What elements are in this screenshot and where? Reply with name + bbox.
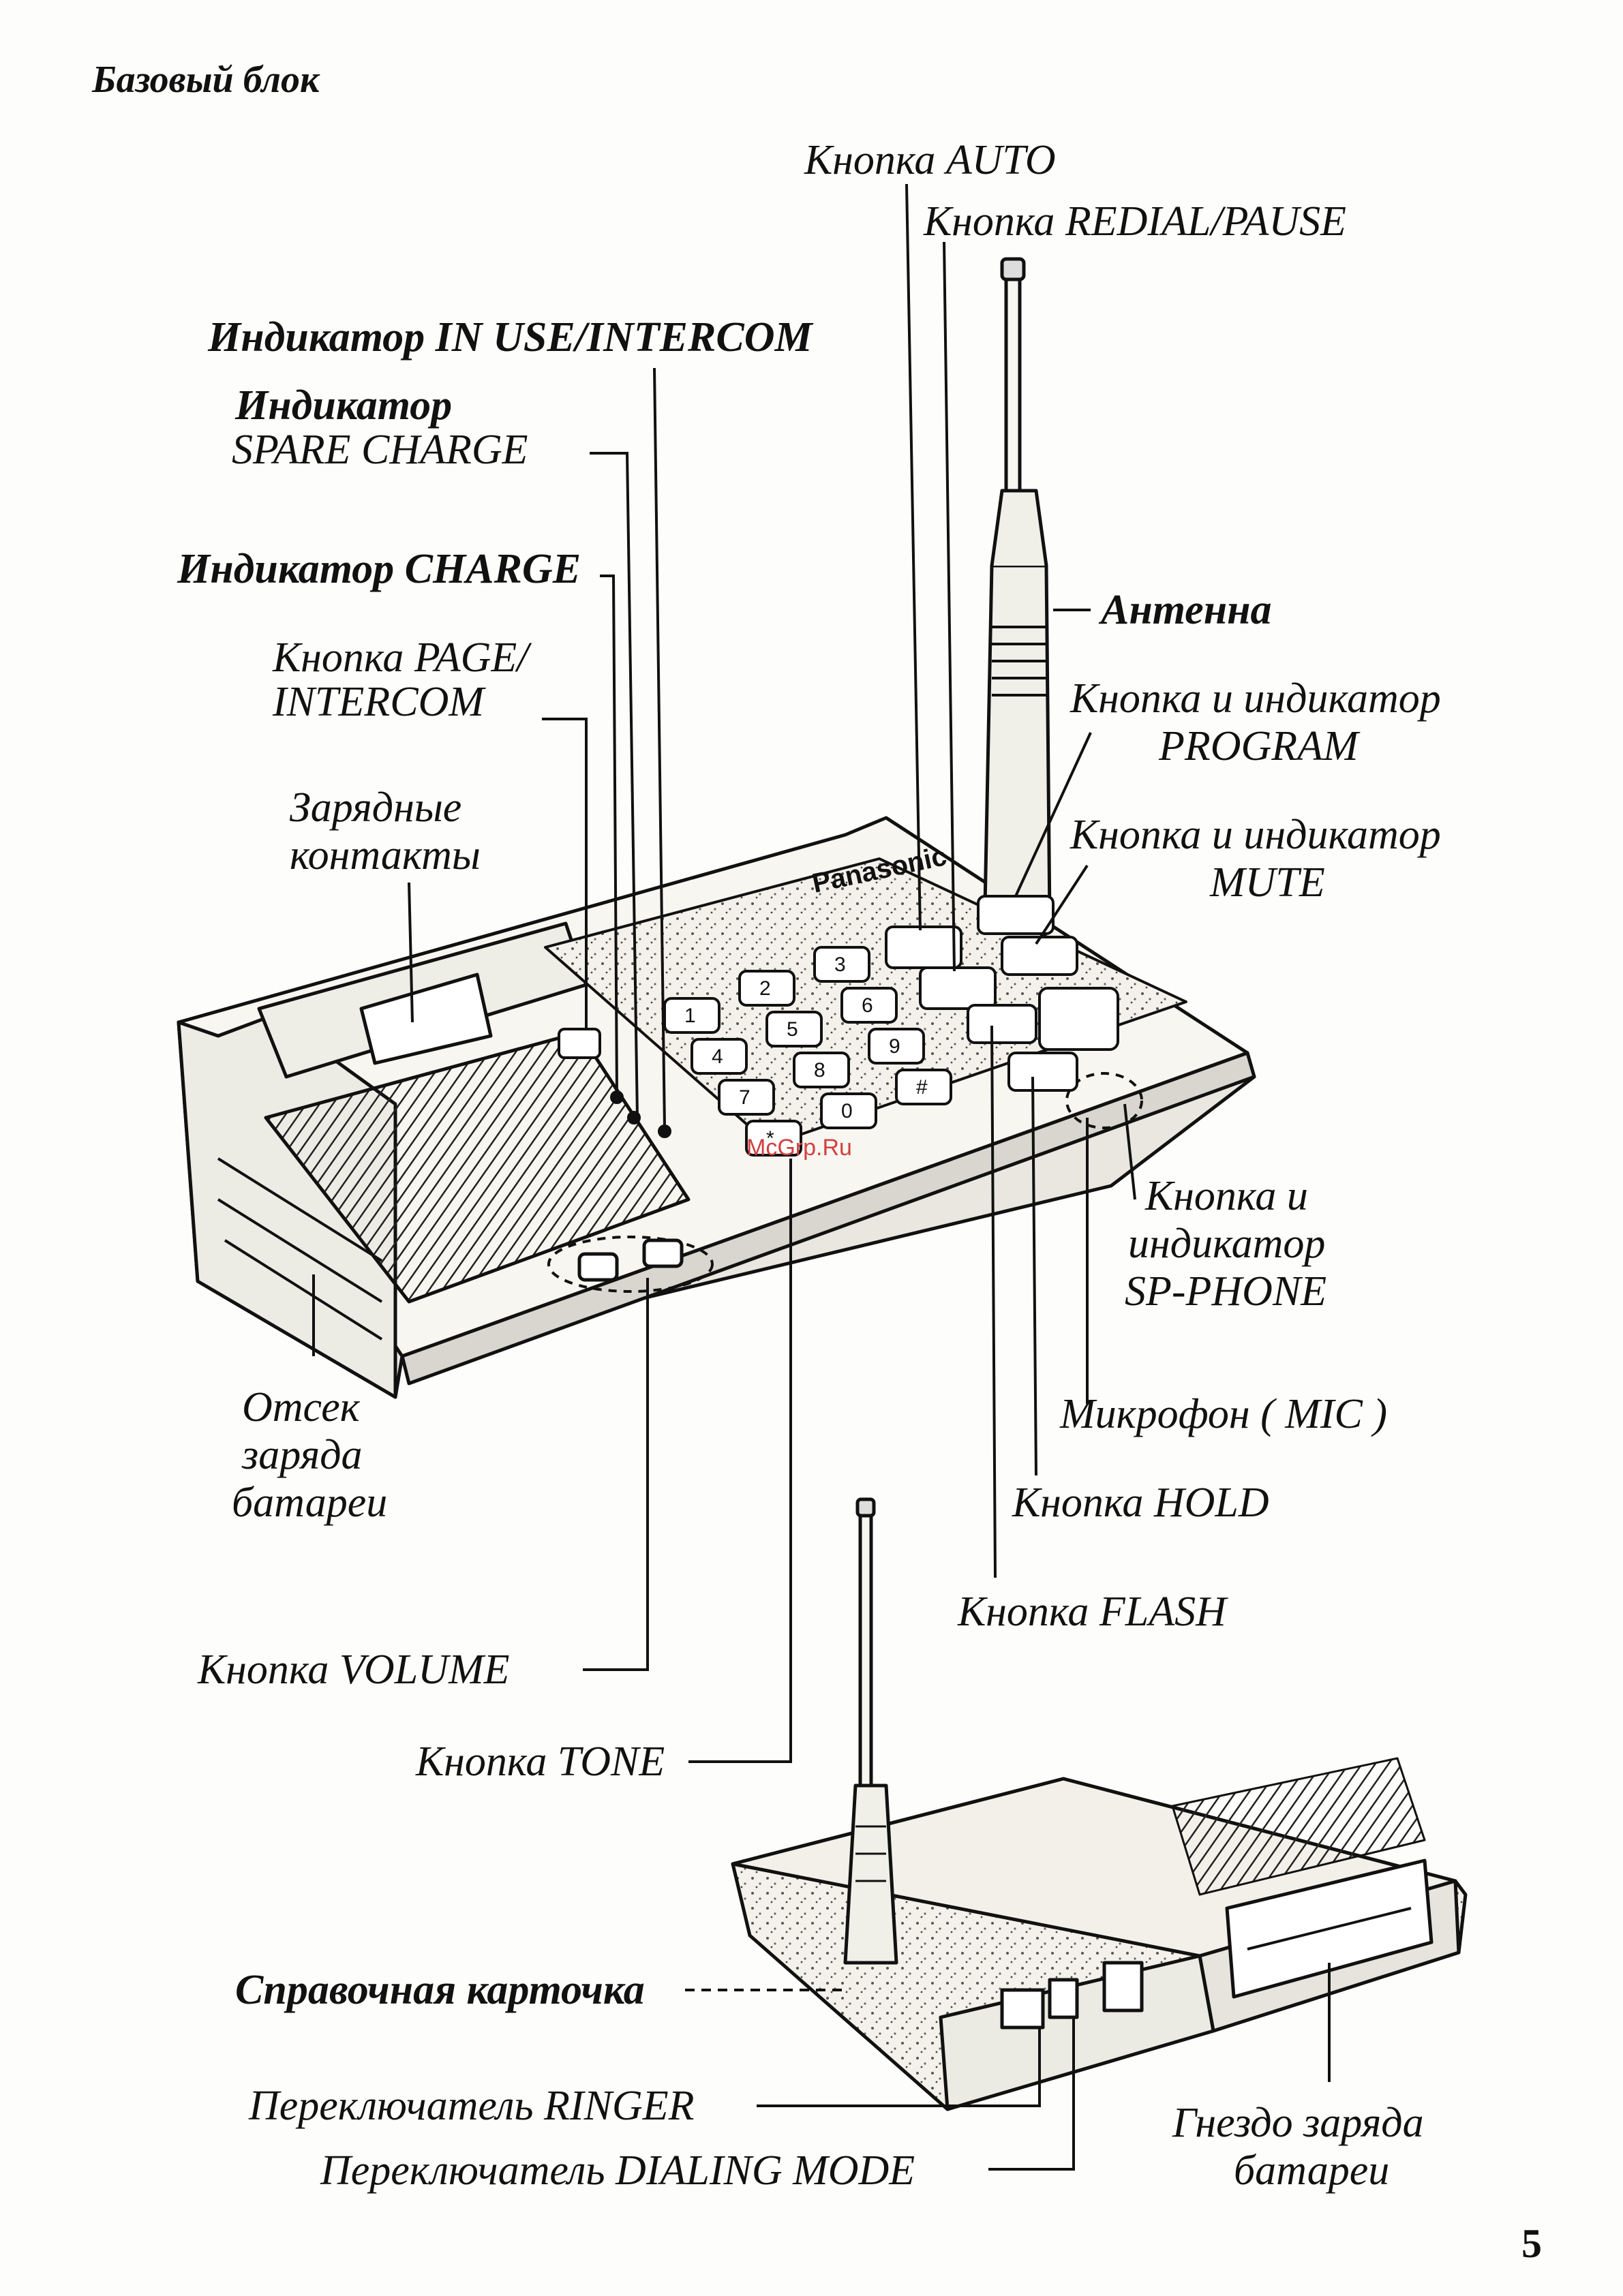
label-flash-button: Кнопка FLASH [958, 1589, 1226, 1635]
label-redial-pause-button: Кнопка REDIAL/PAUSE [924, 198, 1347, 245]
label-reference-card: Справочная карточка [235, 1967, 645, 2013]
key-4 [691, 1038, 748, 1075]
hold-button [1007, 1052, 1078, 1092]
label-volume-button: Кнопка VOLUME [198, 1647, 510, 1693]
key-6 [840, 987, 898, 1024]
mute-button [1001, 936, 1078, 976]
program-button [977, 895, 1055, 935]
label-mute-line2: MUTE [1210, 859, 1325, 906]
label-auto-button: Кнопка AUTO [804, 137, 1056, 183]
key-label: 6 [862, 994, 873, 1017]
key-5 [765, 1011, 823, 1047]
label-charge-indicator: Индикатор CHARGE [177, 546, 581, 592]
key-star [745, 1120, 802, 1157]
label-battery-bay-line1: Отсек [242, 1384, 360, 1430]
key-label: * [766, 1127, 774, 1150]
key-label: 2 [759, 977, 771, 1000]
rear-unit [731, 1497, 1468, 2111]
label-microphone: Микрофон ( MIC ) [1060, 1391, 1388, 1437]
label-sp-phone-line1: Кнопка и [1145, 1173, 1308, 1219]
label-dialing-mode-switch: Переключатель DIALING MODE [320, 2147, 915, 2194]
keypad [558, 895, 1119, 1157]
key-label: 9 [889, 1035, 900, 1058]
page-intercom-button [558, 1028, 601, 1059]
key-label: 8 [814, 1059, 825, 1082]
label-sp-phone-line3: SP-PHONE [1125, 1268, 1327, 1315]
sp-phone-button [1038, 987, 1119, 1051]
key-label: 4 [712, 1045, 723, 1068]
label-program-line1: Кнопка и индикатор [1070, 675, 1441, 722]
keypad-digits: 1 2 3 4 5 6 7 8 9 * 0 # [684, 953, 928, 1150]
key-3 [813, 946, 870, 983]
label-tone-button: Кнопка TONE [416, 1739, 665, 1785]
key-2 [738, 970, 795, 1007]
key-label: 5 [787, 1018, 798, 1041]
key-7 [718, 1079, 775, 1116]
key-0 [820, 1092, 877, 1129]
key-label: 7 [739, 1086, 750, 1109]
label-battery-socket-line2: батареи [1234, 2147, 1390, 2194]
label-spare-charge-indicator-line1: Индикатор [235, 382, 453, 429]
label-in-use-intercom-indicator: Индикатор IN USE/INTERCOM [208, 314, 813, 361]
key-label: 1 [684, 1005, 696, 1027]
label-sp-phone-line2: индикатор [1128, 1221, 1326, 1267]
key-9 [868, 1028, 925, 1065]
label-page-intercom-button-line1: Кнопка PAGE/ [273, 634, 529, 681]
label-charging-contacts-line2: контакты [290, 832, 481, 878]
label-hold-button: Кнопка HOLD [1012, 1480, 1269, 1526]
label-page-intercom-button-line2: INTERCOM [273, 679, 484, 725]
section-heading: Базовый блок [92, 59, 320, 101]
label-battery-socket-line1: Гнездо заряда [1172, 2100, 1424, 2146]
key-label: 3 [834, 953, 846, 976]
redial-button [919, 966, 997, 1010]
label-battery-bay-line2: заряда [242, 1432, 363, 1478]
label-spare-charge-indicator-line2: SPARE CHARGE [232, 427, 528, 473]
page-number: 5 [1521, 2221, 1542, 2266]
label-ringer-switch: Переключатель RINGER [249, 2083, 695, 2129]
key-label: # [916, 1076, 928, 1099]
label-program-line2: PROGRAM [1159, 723, 1359, 769]
flash-button [967, 1004, 1037, 1044]
key-1 [663, 997, 721, 1034]
label-antenna: Антенна [1101, 587, 1272, 633]
key-hash [895, 1069, 952, 1105]
auto-button [885, 925, 962, 969]
label-battery-bay-line3: батареи [232, 1480, 388, 1526]
key-8 [793, 1052, 850, 1088]
key-label: 0 [841, 1100, 853, 1122]
leader-lines [312, 183, 1331, 2171]
watermark: McGrp.Ru [746, 1135, 852, 1161]
label-mute-line1: Кнопка и индикатор [1070, 812, 1441, 858]
label-charging-contacts-line1: Зарядные [290, 784, 462, 831]
